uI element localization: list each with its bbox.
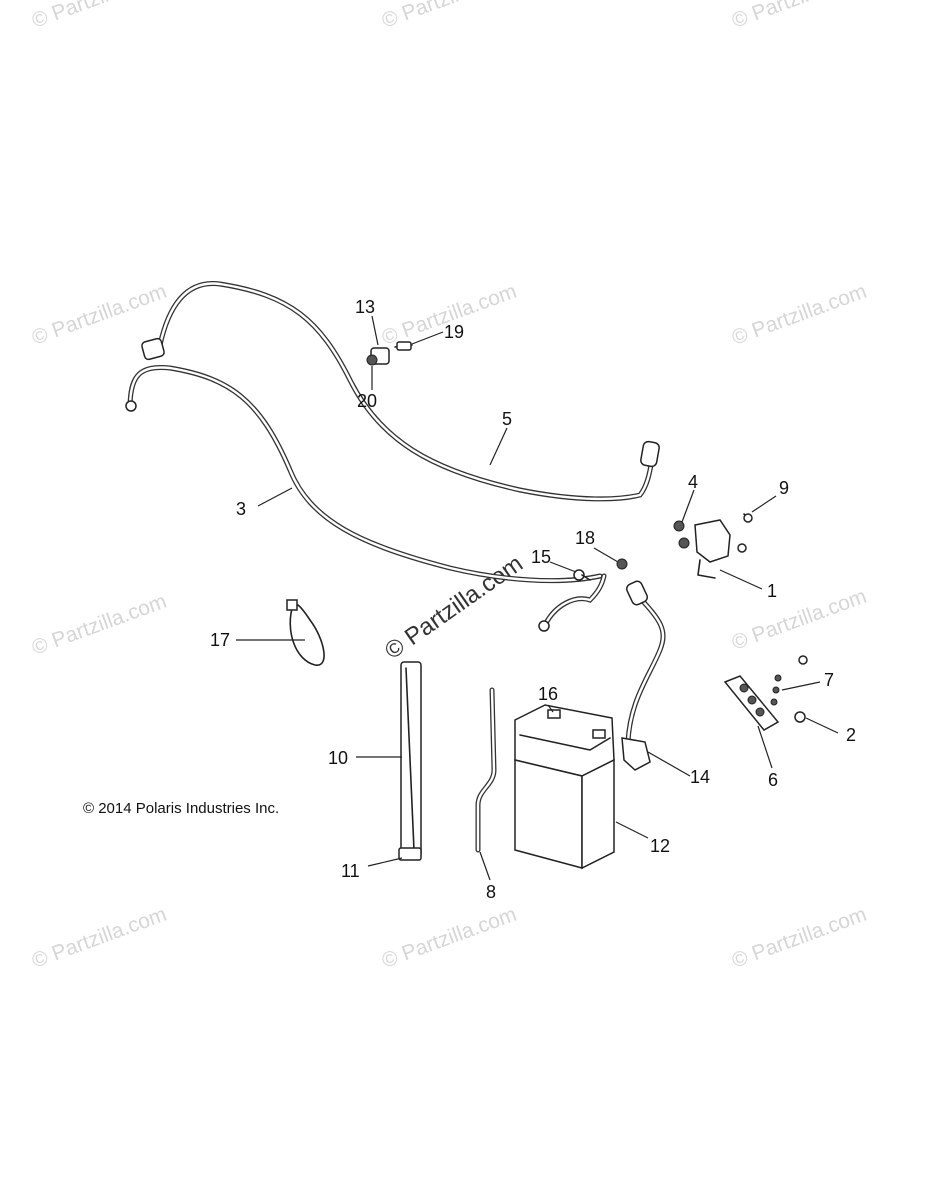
watermark: © Partzilla.com [729, 585, 870, 655]
callout-15: 15 [531, 547, 551, 567]
watermark: © Partzilla.com [29, 590, 170, 660]
part-17-strap [286, 599, 325, 666]
part-13-20-19-hardware [366, 341, 413, 366]
callout-3: 3 [236, 499, 246, 519]
callout-7: 7 [824, 670, 834, 690]
leader-lines [236, 315, 839, 881]
part-6-terminal-block [723, 655, 808, 731]
callout-4: 4 [688, 472, 698, 492]
callout-8: 8 [486, 882, 496, 902]
watermark: © Partzilla.com [29, 0, 170, 33]
callout-5: 5 [502, 409, 512, 429]
callout-numbers: 13 19 20 5 3 4 9 18 15 1 17 7 2 6 16 10 … [210, 297, 856, 902]
part-15-18-bolts [573, 558, 628, 581]
part-14-cable [621, 580, 666, 771]
callout-18: 18 [575, 528, 595, 548]
callout-13: 13 [355, 297, 375, 317]
watermark: © Partzilla.com [379, 903, 520, 973]
callout-20: 20 [357, 391, 377, 411]
callout-11: 11 [341, 861, 360, 881]
watermark: © Partzilla.com [29, 280, 170, 350]
watermark: © Partzilla.com [29, 903, 170, 973]
callout-10: 10 [328, 748, 348, 768]
watermark: © Partzilla.com [729, 280, 870, 350]
callout-6: 6 [768, 770, 778, 790]
callout-14: 14 [690, 767, 710, 787]
part-8-tube [475, 687, 497, 853]
part-10-strap [398, 661, 422, 861]
watermark: © Partzilla.com [729, 903, 870, 973]
copyright-text: © 2014 Polaris Industries Inc. [83, 800, 279, 817]
callout-12: 12 [650, 836, 670, 856]
part-1-solenoid [673, 513, 753, 579]
part-5-cable [141, 281, 660, 502]
callout-16: 16 [538, 684, 558, 704]
part-12-battery [514, 704, 615, 870]
callout-17: 17 [210, 630, 230, 650]
part-3-cable [125, 364, 607, 632]
callout-9: 9 [779, 478, 789, 498]
watermark: © Partzilla.com [379, 0, 520, 33]
watermark: © Partzilla.com [729, 0, 870, 33]
watermarks: © Partzilla.com © Partzilla.com © Partzi… [29, 0, 870, 973]
callout-1: 1 [767, 581, 777, 601]
callout-19: 19 [444, 322, 464, 342]
callout-2: 2 [846, 725, 856, 745]
